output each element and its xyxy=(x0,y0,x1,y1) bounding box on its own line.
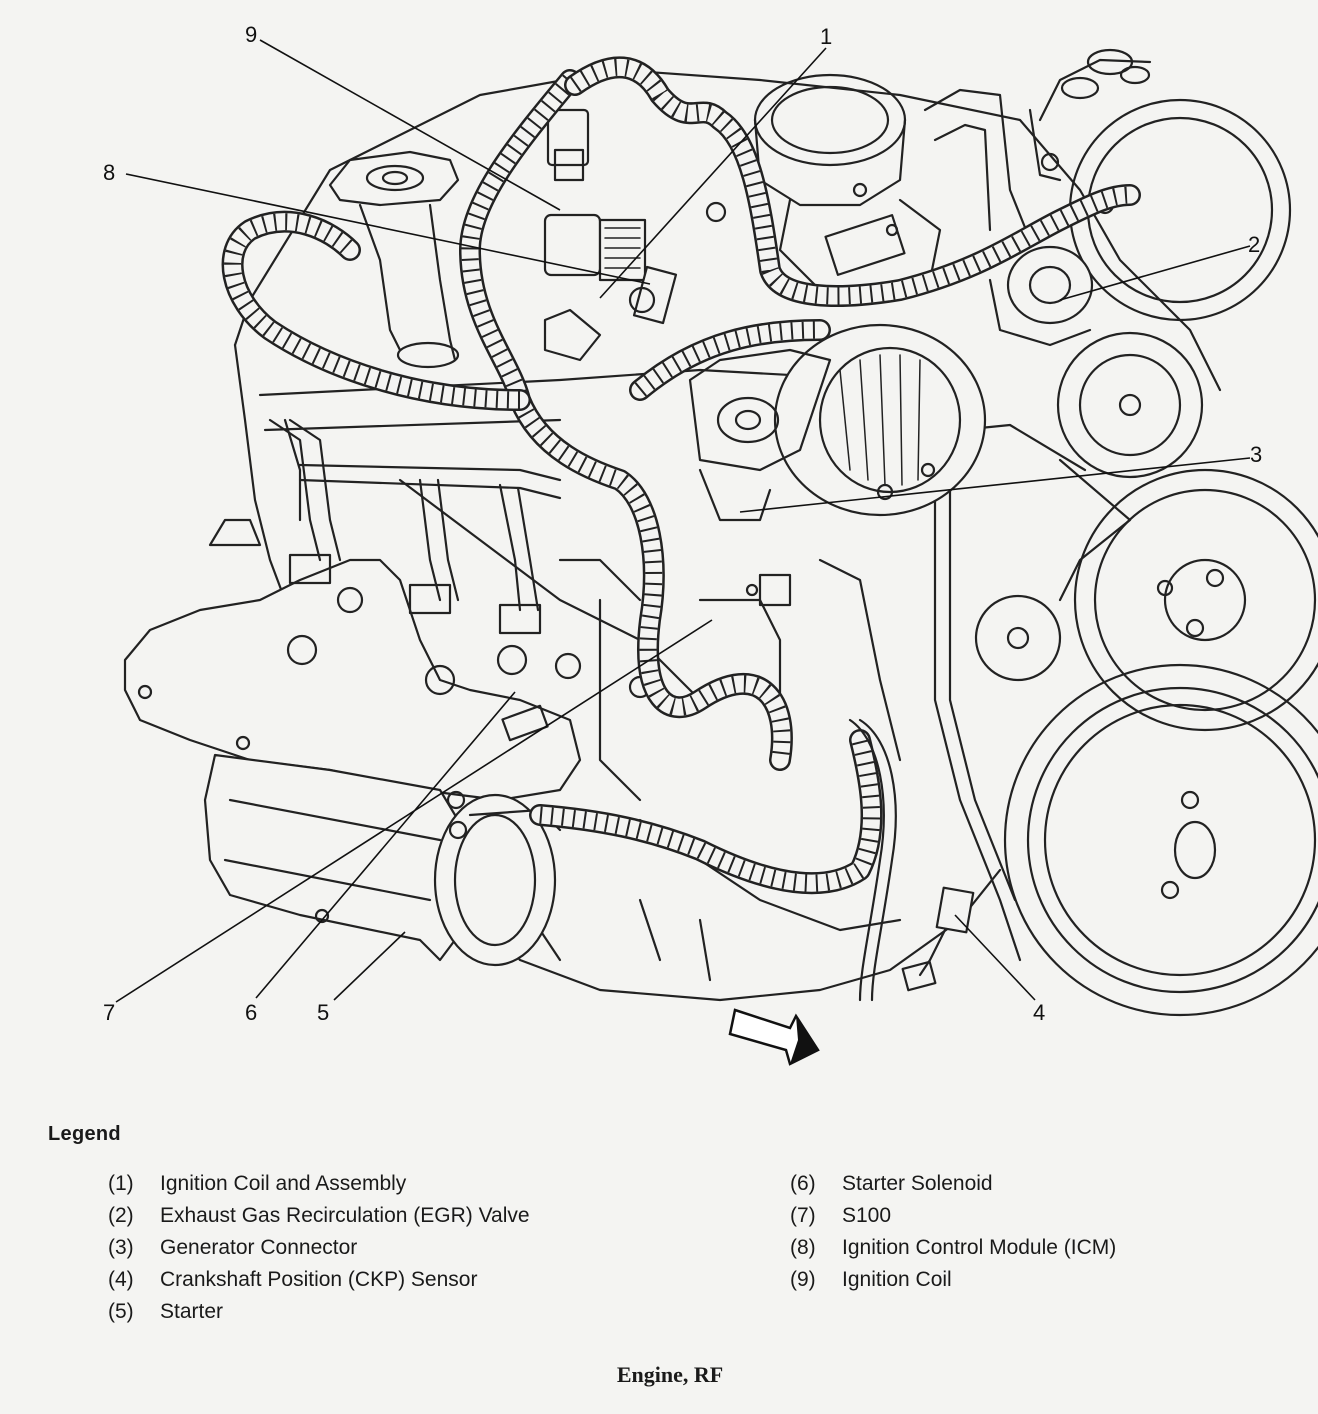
leader-3 xyxy=(739,457,1251,513)
legend-item-9: (9) Ignition Coil xyxy=(790,1264,1116,1296)
legend-item-3: (3) Generator Connector xyxy=(108,1232,530,1264)
legend-item-4: (4) Crankshaft Position (CKP) Sensor xyxy=(108,1264,530,1296)
engine-line-drawing: 1 2 3 4 5 6 7 8 9 xyxy=(103,22,1318,1066)
generator xyxy=(688,323,987,522)
wiring-harness xyxy=(221,56,1141,895)
throttle-body xyxy=(705,73,942,302)
leader-5 xyxy=(333,931,406,1001)
legend-item-number: (8) xyxy=(790,1236,816,1259)
legend-item-label: Generator Connector xyxy=(160,1236,358,1259)
legend-item-1: (1) Ignition Coil and Assembly xyxy=(108,1168,530,1200)
legend-item-label: Crankshaft Position (CKP) Sensor xyxy=(160,1268,478,1291)
leader-6 xyxy=(255,691,516,999)
callout-2: 2 xyxy=(1248,232,1260,257)
legend-column-left: (1) Ignition Coil and Assembly (2) Exhau… xyxy=(108,1168,530,1328)
legend-item-8: (8) Ignition Control Module (ICM) xyxy=(790,1232,1116,1264)
legend-item-label: Exhaust Gas Recirculation (EGR) Valve xyxy=(160,1204,530,1227)
leader-1 xyxy=(599,47,827,299)
manifold-tubes xyxy=(268,418,562,635)
legend-item-label: Ignition Coil and Assembly xyxy=(160,1172,407,1195)
legend-item-2: (2) Exhaust Gas Recirculation (EGR) Valv… xyxy=(108,1200,530,1232)
callout-4: 4 xyxy=(1033,1000,1045,1025)
legend-item-number: (2) xyxy=(108,1204,134,1227)
legend-item-number: (6) xyxy=(790,1172,816,1195)
ignition-coil-cluster xyxy=(543,108,678,362)
callout-6: 6 xyxy=(245,1000,257,1025)
leader-7 xyxy=(115,619,713,1003)
leader-8 xyxy=(125,173,651,285)
legend-item-number: (5) xyxy=(108,1300,134,1323)
exhaust-manifold xyxy=(123,518,652,802)
egr-valve xyxy=(988,245,1094,347)
callout-5: 5 xyxy=(317,1000,329,1025)
leader-2 xyxy=(1059,245,1251,301)
legend-item-6: (6) Starter Solenoid xyxy=(790,1168,1116,1200)
legend-item-7: (7) S100 xyxy=(790,1200,1116,1232)
callout-3: 3 xyxy=(1250,442,1262,467)
front-direction-arrow xyxy=(728,1008,820,1066)
coolant-outlet xyxy=(923,48,1152,242)
legend-item-label: Ignition Control Module (ICM) xyxy=(842,1236,1117,1259)
legend-column-right: (6) Starter Solenoid (7) S100 (8) Igniti… xyxy=(790,1168,1116,1296)
callout-9: 9 xyxy=(245,22,257,47)
legend-item-number: (7) xyxy=(790,1204,816,1227)
leader-4 xyxy=(954,914,1036,1001)
callout-8: 8 xyxy=(103,160,115,185)
legend-item-label: S100 xyxy=(842,1204,892,1227)
oil-fill-cap xyxy=(328,150,460,369)
legend-item-label: Starter Solenoid xyxy=(842,1172,993,1195)
legend-item-number: (9) xyxy=(790,1268,816,1291)
legend-title: Legend xyxy=(48,1123,121,1145)
legend-item-number: (3) xyxy=(108,1236,134,1259)
legend-item-number: (1) xyxy=(108,1172,134,1195)
legend-item-label: Starter xyxy=(160,1300,224,1323)
small-wires xyxy=(745,573,975,1002)
callout-numbers: 1 2 3 4 5 6 7 8 9 xyxy=(103,22,1262,1025)
leader-lines xyxy=(115,39,1251,1003)
leader-9 xyxy=(259,39,561,211)
figure-caption: Engine, RF xyxy=(616,1362,724,1387)
legend-item-number: (4) xyxy=(108,1268,134,1291)
legend-item-5: (5) Starter xyxy=(108,1296,530,1328)
legend-item-label: Ignition Coil xyxy=(842,1268,952,1291)
callout-1: 1 xyxy=(820,24,832,49)
callout-7: 7 xyxy=(103,1000,115,1025)
